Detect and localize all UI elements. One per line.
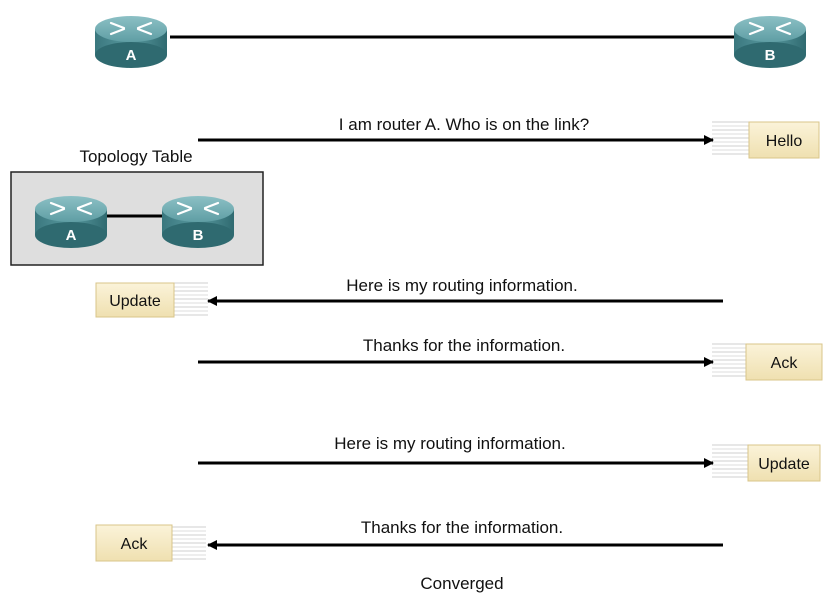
message-update-from-b: Here is my routing information. Update xyxy=(95,276,723,318)
router-b-label: B xyxy=(765,47,776,64)
message-ack-from-b: Thanks for the information. Ack xyxy=(95,518,723,562)
message-text: Here is my routing information. xyxy=(346,276,577,295)
packet-ack-a: Ack xyxy=(95,524,173,562)
packet-label: Ack xyxy=(121,536,149,553)
packet-hello: Hello xyxy=(748,121,820,159)
topology-router-b-icon: B xyxy=(160,194,236,250)
packet-label: Ack xyxy=(771,355,799,372)
packet-label: Update xyxy=(758,456,810,473)
router-b-icon: B xyxy=(732,14,808,70)
topology-router-a-icon: A xyxy=(33,194,109,250)
message-update-from-a: Here is my routing information. Update xyxy=(198,434,821,482)
message-ack-from-a: Thanks for the information. Ack xyxy=(198,336,823,381)
topology-table-box: A B xyxy=(10,171,264,266)
topology-router-b-label: B xyxy=(193,227,204,244)
message-text: Thanks for the information. xyxy=(363,336,565,355)
topology-table-title: Topology Table xyxy=(79,147,192,166)
converged-label: Converged xyxy=(420,574,503,593)
message-hello: I am router A. Who is on the link? Hello xyxy=(198,115,820,159)
message-text: Here is my routing information. xyxy=(334,434,565,453)
packet-ack-b: Ack xyxy=(745,343,823,381)
router-a-icon: A xyxy=(93,14,169,70)
packet-update-a: Update xyxy=(95,282,175,318)
topology-router-a-label: A xyxy=(66,227,77,244)
packet-update-b: Update xyxy=(747,444,821,482)
packet-label: Hello xyxy=(766,133,803,150)
packet-label: Update xyxy=(109,293,161,310)
router-a-label: A xyxy=(126,47,137,64)
message-text: Thanks for the information. xyxy=(361,518,563,537)
message-text: I am router A. Who is on the link? xyxy=(339,115,589,134)
